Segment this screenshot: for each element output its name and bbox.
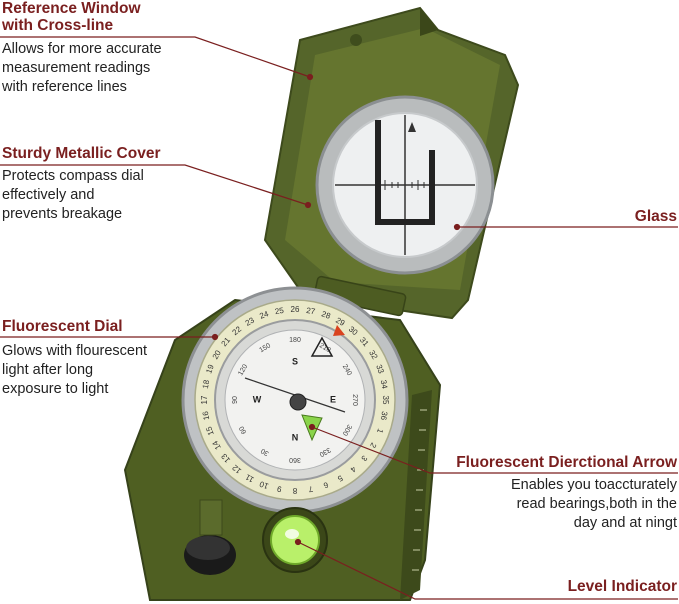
cardinal-letter: N bbox=[292, 432, 299, 442]
metallic-cover-title: Sturdy Metallic Cover bbox=[2, 145, 161, 162]
callout-line-reference-window bbox=[0, 36, 311, 78]
reference-window-title: Reference Window with Cross-line bbox=[2, 0, 141, 34]
bezel-number: 17 bbox=[200, 395, 209, 404]
reference-window bbox=[315, 95, 495, 275]
cardinal-letter: W bbox=[253, 394, 262, 404]
lens-knob bbox=[184, 499, 236, 575]
dial-number: 120 bbox=[237, 363, 249, 377]
dial-number: 180 bbox=[289, 337, 301, 344]
dial-number: 150 bbox=[258, 342, 272, 354]
fluorescent-dial-title: Fluorescent Dial bbox=[2, 318, 123, 335]
bezel-number: 19 bbox=[204, 363, 216, 375]
dial-number: 270 bbox=[351, 394, 358, 406]
dial-number: 300 bbox=[341, 423, 353, 437]
bezel-number: 15 bbox=[204, 425, 216, 437]
bezel-number: 34 bbox=[379, 379, 390, 390]
bezel-number: 28 bbox=[320, 309, 332, 321]
bezel-number: 10 bbox=[258, 479, 270, 491]
level-indicator-title: Level Indicator bbox=[567, 578, 677, 595]
callout-line-metallic-cover bbox=[0, 164, 309, 206]
directional-arrow-desc: Enables you toaccturately read bearings,… bbox=[510, 477, 677, 531]
bezel-number: 18 bbox=[201, 379, 212, 390]
glass-title: Glass bbox=[634, 208, 677, 225]
metallic-cover-desc: Protects compass dial effectively and pr… bbox=[2, 168, 144, 222]
bezel-number: 7 bbox=[307, 484, 313, 494]
bezel-number: 27 bbox=[306, 306, 317, 317]
dial-number: 210 bbox=[318, 342, 332, 354]
dial-number: 30 bbox=[260, 447, 270, 457]
bezel-number: 25 bbox=[274, 306, 285, 317]
callout-line-directional-arrow bbox=[311, 426, 678, 474]
dial-number: 360 bbox=[289, 456, 301, 463]
fluorescent-dial-desc: Glows with flourescent light after long … bbox=[2, 343, 148, 397]
bezel-number: 26 bbox=[291, 305, 300, 314]
bezel-number: 8 bbox=[292, 486, 297, 495]
bezel-number: 1 bbox=[375, 427, 385, 435]
bezel-number: 16 bbox=[201, 410, 212, 421]
dial-number: 90 bbox=[232, 396, 239, 404]
dial-number: 330 bbox=[318, 446, 332, 458]
level-indicator bbox=[262, 507, 328, 573]
dial-number: 240 bbox=[341, 363, 353, 377]
cardinal-letter: E bbox=[330, 394, 336, 404]
bezel-number: 6 bbox=[322, 480, 330, 490]
bezel-number: 9 bbox=[276, 484, 282, 494]
reference-window-desc: Allows for more accurate measurement rea… bbox=[2, 41, 162, 95]
bezel-number: 36 bbox=[379, 411, 390, 422]
bezel-number: 24 bbox=[258, 309, 270, 321]
cardinal-letter: S bbox=[292, 356, 298, 366]
dial-number: 60 bbox=[238, 425, 248, 435]
bezel-number: 5 bbox=[336, 473, 345, 483]
bezel-number: 2 bbox=[368, 441, 378, 450]
bezel-number: 4 bbox=[348, 464, 358, 474]
directional-arrow-title: Fluorescent Dierctional Arrow bbox=[456, 454, 677, 471]
bezel-number: 3 bbox=[359, 454, 369, 464]
callout-line-level-indicator bbox=[297, 541, 678, 600]
bezel-number: 33 bbox=[374, 363, 386, 375]
bezel-number: 35 bbox=[381, 396, 390, 405]
